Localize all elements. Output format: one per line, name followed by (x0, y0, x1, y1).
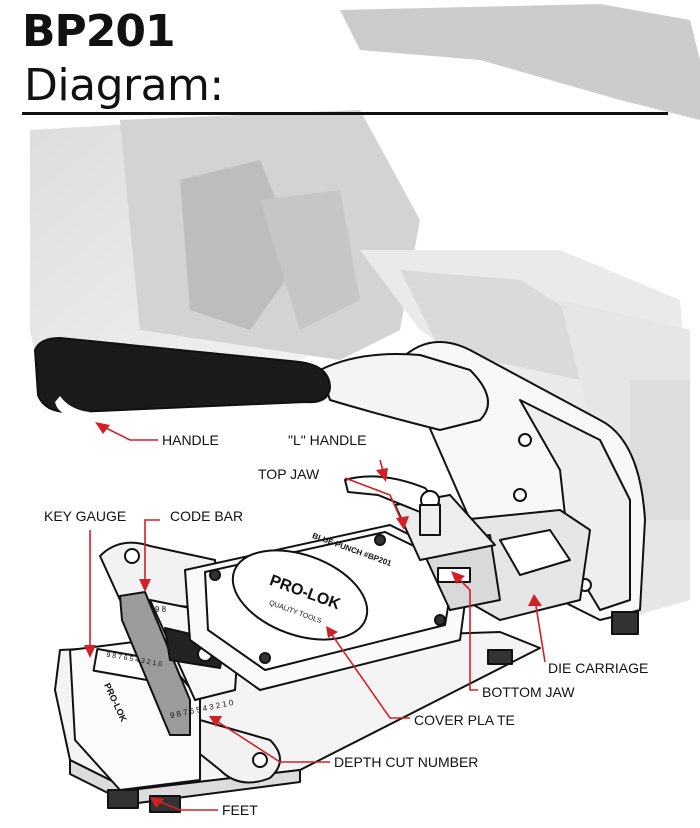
handle-part (319, 353, 489, 431)
arrowhead-bottom-jaw (451, 571, 465, 584)
arrowhead-handle (95, 422, 110, 434)
callout-cover-plate: COVER PLA TE (414, 712, 515, 728)
callout-die-carriage: DIE CARRIAGE (548, 660, 649, 676)
foot (611, 611, 639, 635)
callout-bottom-jaw: BOTTOM JAW (482, 684, 575, 700)
arrowhead-feet (150, 797, 164, 808)
leader-cover-plate (329, 631, 410, 719)
leader-top-jaw (344, 477, 403, 523)
arrowhead-l-handle (376, 468, 388, 482)
arrowhead-key-gauge (84, 645, 96, 658)
leader-depth-cut (214, 719, 330, 763)
leader-bottom-jaw (454, 574, 478, 691)
arrowhead-cover-plate (326, 626, 338, 638)
foot (487, 649, 513, 665)
callout-feet: FEET (222, 802, 258, 818)
handle-grip (34, 337, 331, 414)
callout-top-jaw: TOP JAW (258, 466, 320, 482)
leader-code-bar (144, 519, 160, 585)
code-numbers: 9 8 (155, 605, 167, 614)
arrowhead-top-jaw (396, 516, 409, 530)
callout-depth-cut-number: DEPTH CUT NUMBER (334, 754, 479, 770)
foot (107, 789, 139, 809)
page-subtitle: Diagram: (24, 60, 224, 111)
arrowhead-die-carriage (528, 594, 542, 606)
leader-handle (99, 424, 158, 441)
l-handle-part (344, 475, 441, 513)
callout-handle: HANDLE (162, 432, 219, 448)
callout-key-gauge: KEY GAUGE (44, 508, 127, 524)
arrowhead-code-bar (139, 579, 151, 592)
leader-die-carriage (534, 599, 546, 663)
callout-code-bar: CODE BAR (170, 508, 244, 524)
title-rule (22, 112, 668, 115)
leader-feet (154, 799, 218, 811)
arrowhead-depth-cut (209, 716, 222, 727)
page-title: BP201 (22, 6, 176, 57)
callout-l-handle: "L" HANDLE (288, 432, 367, 448)
